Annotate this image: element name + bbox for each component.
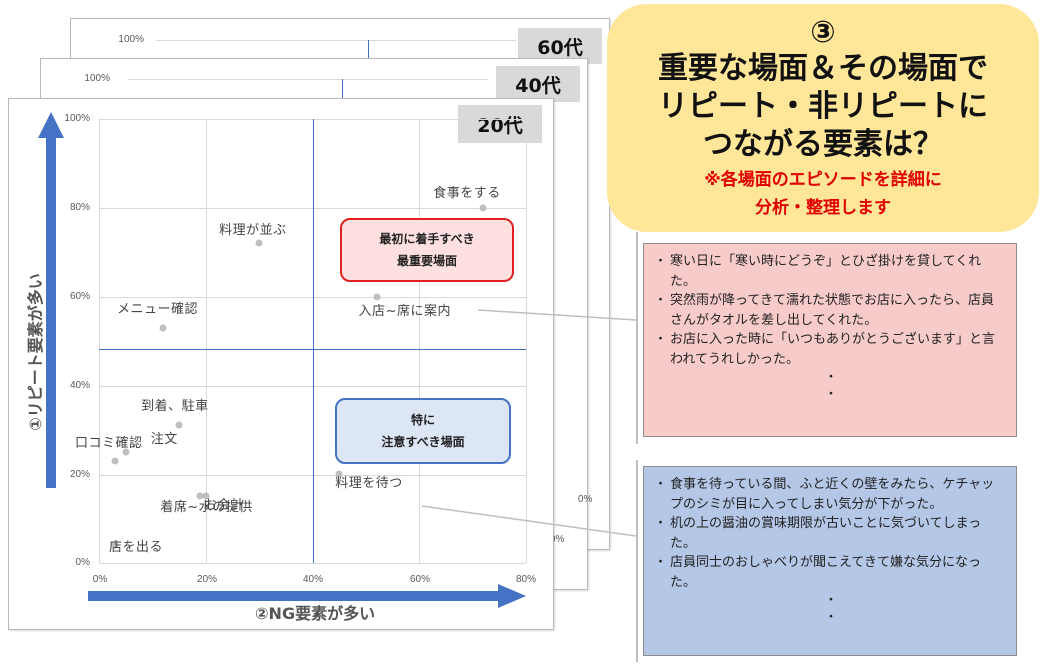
title-note-1: ※各場面のエピソードを詳細に bbox=[704, 170, 942, 190]
gridline-x-20 bbox=[206, 119, 207, 563]
separator-lower bbox=[636, 460, 638, 662]
positive-more-1: ・ bbox=[824, 370, 838, 385]
positive-episode-1: 寒い日に「寒い時にどうぞ」とひざ掛けを貸してくれた。 bbox=[654, 252, 1006, 291]
title-note-2: 分析・整理します bbox=[755, 198, 891, 218]
x-axis-arrow bbox=[88, 584, 526, 608]
callout-caution-line2: 注意すべき場面 bbox=[381, 435, 465, 449]
callout-most-important-line1: 最初に着手すべき bbox=[379, 232, 475, 246]
gridline-60s-top bbox=[156, 40, 516, 41]
title-bubble: ③ 重要な場面＆その場面で リピート・非リピートに つながる要素は？ ※各場面の… bbox=[607, 4, 1039, 232]
separator-upper bbox=[636, 232, 638, 444]
scatter-point-label: 注文 bbox=[150, 432, 178, 447]
negative-more-1: ・ bbox=[824, 593, 838, 608]
callout-most-important: 最初に着手すべき 最重要場面 bbox=[340, 218, 514, 282]
negative-episode-box: 食事を待っている間、ふと近くの壁をみたら、ケチャップのシミが目に入ってしまい気分… bbox=[643, 466, 1017, 656]
y-tick-40s-right-a: 0% bbox=[578, 494, 593, 505]
positive-episode-box: 寒い日に「寒い時にどうぞ」とひざ掛けを貸してくれた。 突然雨が降ってきて濡れた状… bbox=[643, 243, 1017, 437]
y-tick-60s-top: 100% bbox=[118, 34, 144, 45]
scatter-point-label: メニュー確認 bbox=[117, 301, 199, 317]
title-line-1: 重要な場面＆その場面で bbox=[658, 51, 988, 86]
scatter-point-label: 食事をする bbox=[433, 185, 501, 201]
negative-episode-3: 店員同士のおしゃべりが聞こえてきて嫌な気分になった。 bbox=[654, 553, 1006, 592]
gridline-40s-top bbox=[128, 79, 488, 80]
divider-40s bbox=[342, 79, 343, 101]
scatter-point bbox=[255, 239, 263, 247]
negative-more-2: ・ bbox=[824, 610, 838, 625]
gridline-y-40 bbox=[99, 386, 526, 387]
x-tick-60: 60% bbox=[409, 574, 430, 585]
y-tick-40: 40% bbox=[69, 380, 90, 391]
scatter-point bbox=[111, 457, 119, 465]
y-axis-arrow bbox=[38, 112, 64, 488]
gridline-y-20 bbox=[99, 475, 526, 476]
gridline-y-0 bbox=[99, 563, 526, 564]
scatter-point bbox=[335, 470, 343, 478]
scatter-point-label: 着席~水の提供 bbox=[160, 500, 253, 516]
scatter-point bbox=[202, 492, 210, 500]
scatter-point bbox=[479, 204, 487, 212]
gridline-x-60 bbox=[419, 119, 420, 563]
title-line-3: つながる要素は？ bbox=[703, 127, 943, 162]
positive-episode-3: お店に入った時に「いつもありがとうございます」と言われてうれしかった。 bbox=[654, 330, 1006, 369]
quadrant-divider-vertical bbox=[313, 119, 314, 563]
y-tick-0: 0% bbox=[75, 557, 90, 568]
positive-episode-2: 突然雨が降ってきて濡れた状態でお店に入ったら、店員さんがタオルを差し出してくれた… bbox=[654, 291, 1006, 330]
gridline-x-0 bbox=[99, 119, 100, 563]
scatter-point bbox=[196, 492, 204, 500]
positive-more-2: ・ bbox=[824, 387, 838, 402]
age-tag-20s: 20代 bbox=[458, 105, 542, 143]
gridline-x-80 bbox=[526, 119, 527, 563]
scatter-point bbox=[122, 448, 130, 456]
negative-episode-1: 食事を待っている間、ふと近くの壁をみたら、ケチャップのシミが目に入ってしまい気分… bbox=[654, 475, 1006, 514]
step-number: ③ bbox=[810, 15, 836, 50]
y-tick-40s-top: 100% bbox=[84, 73, 110, 84]
scatter-point bbox=[111, 541, 119, 549]
scatter-point-label: お会計 bbox=[203, 498, 245, 514]
y-tick-100: 100% bbox=[64, 113, 90, 124]
quadrant-divider-horizontal bbox=[99, 349, 526, 350]
x-tick-40: 40% bbox=[302, 574, 323, 585]
title-line-2: リピート・非リピートに bbox=[658, 89, 988, 124]
scatter-point-label: 料理を待つ bbox=[335, 476, 403, 492]
x-tick-0: 0% bbox=[92, 574, 108, 585]
gridline-y-80 bbox=[99, 208, 526, 209]
y-tick-20: 20% bbox=[69, 469, 90, 480]
scatter-point bbox=[373, 293, 381, 301]
callout-caution: 特に 注意すべき場面 bbox=[335, 398, 511, 464]
scatter-point-label: 口コミ確認 bbox=[75, 435, 143, 451]
scatter-point-label: 料理が並ぶ bbox=[219, 223, 287, 239]
y-tick-40s-right-b: 0% bbox=[550, 534, 565, 545]
x-tick-20: 20% bbox=[196, 574, 217, 585]
y-tick-80: 80% bbox=[69, 202, 90, 213]
age-tag-40s: 40代 bbox=[496, 66, 580, 102]
divider-60s bbox=[368, 40, 369, 62]
gridline-y-100 bbox=[99, 119, 526, 120]
negative-episode-2: 机の上の醤油の賞味期限が古いことに気づいてしまった。 bbox=[654, 514, 1006, 553]
y-tick-60: 60% bbox=[69, 291, 90, 302]
scatter-point bbox=[159, 324, 167, 332]
scatter-point-label: 入店~席に案内 bbox=[358, 303, 451, 319]
x-axis-title: ②NG要素が多い bbox=[255, 604, 376, 623]
scatter-point-label: 店を出る bbox=[109, 540, 164, 556]
x-tick-80: 80% bbox=[515, 574, 536, 585]
callout-most-important-line2: 最重要場面 bbox=[396, 254, 457, 268]
scatter-point bbox=[175, 421, 183, 429]
scatter-point-label: 到着、駐車 bbox=[141, 399, 209, 415]
callout-caution-line1: 特に bbox=[410, 413, 435, 427]
gridline-y-60 bbox=[99, 297, 526, 298]
